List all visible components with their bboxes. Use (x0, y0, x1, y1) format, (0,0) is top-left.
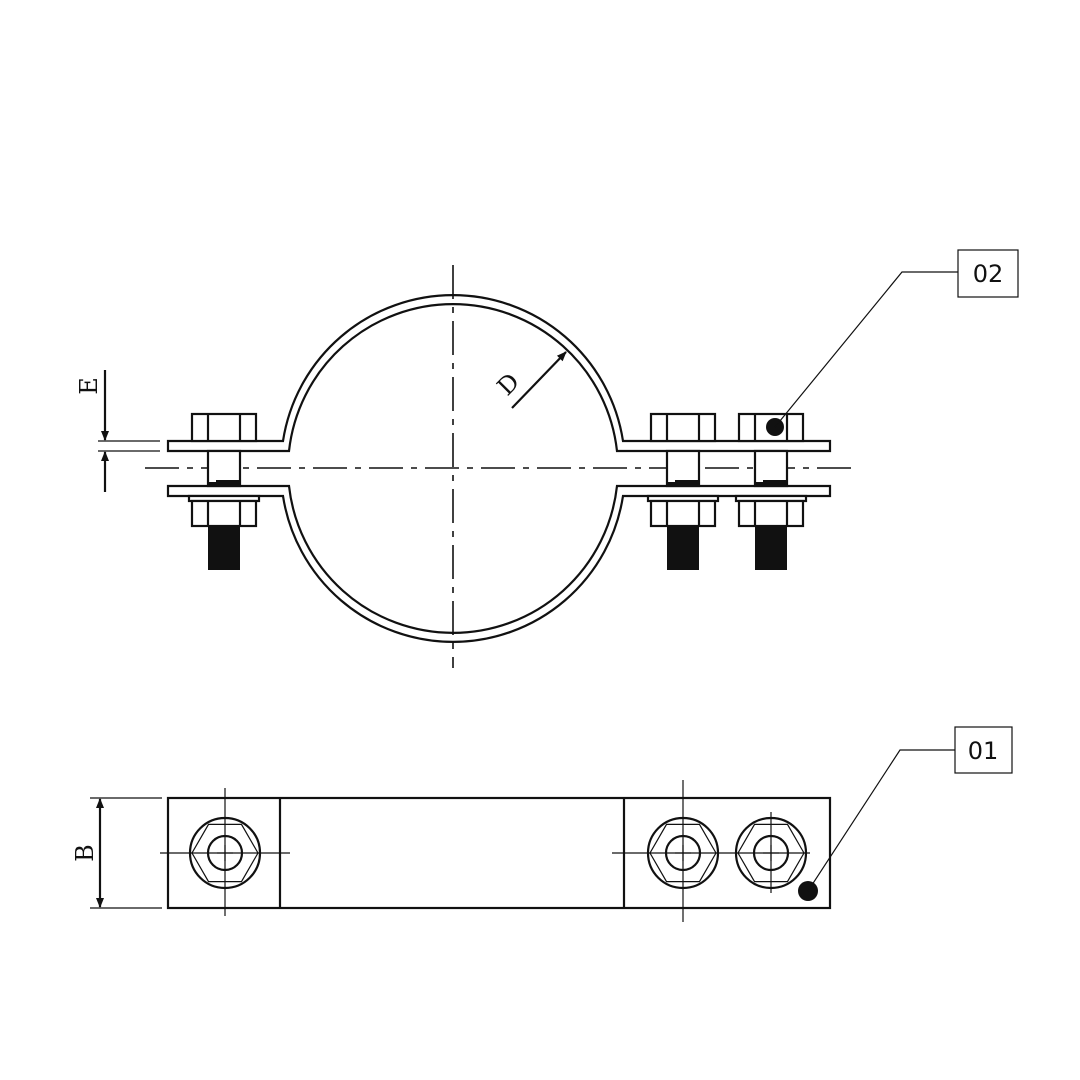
clamp-band-lower (166, 484, 832, 643)
dimension-b: B (71, 797, 162, 909)
callout-01: 01 (798, 726, 1013, 901)
dimension-e-label: E (75, 377, 103, 395)
front-view: E D 02 (75, 249, 1019, 668)
dimension-d: D (492, 351, 567, 409)
dimension-e: E (75, 370, 160, 492)
callout-02: 02 (766, 249, 1019, 436)
callout-02-label: 02 (973, 260, 1004, 288)
dimension-d-label: D (492, 368, 525, 401)
callout-01-label: 01 (968, 737, 999, 765)
clamp-band-upper (166, 294, 832, 453)
dimension-b-label: B (71, 844, 99, 862)
plan-view: B 01 (71, 726, 1013, 922)
